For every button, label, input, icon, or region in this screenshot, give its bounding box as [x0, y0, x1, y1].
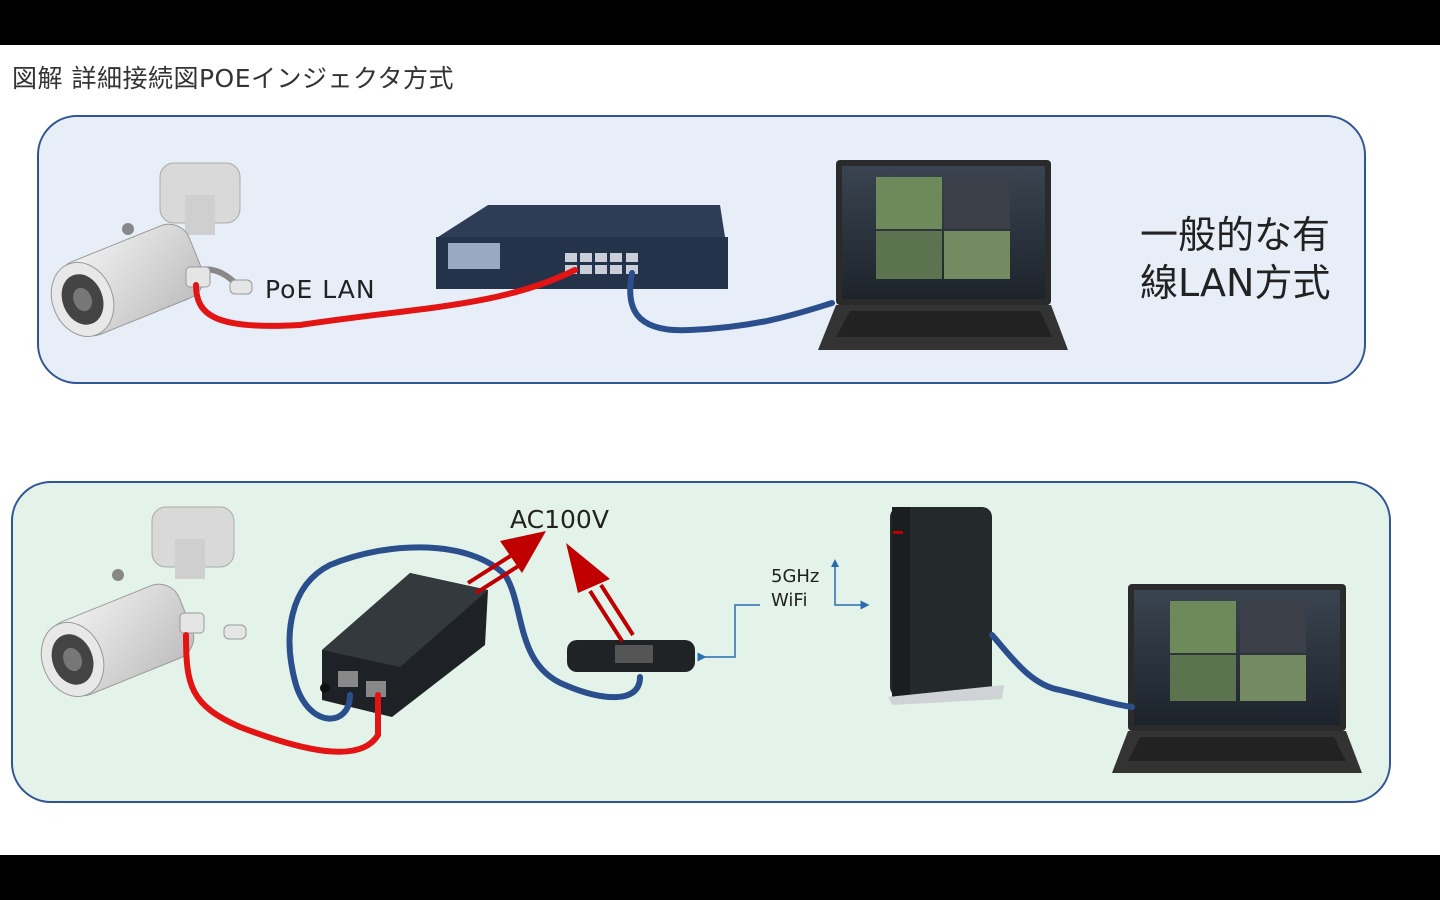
- wifi-label-line2: WiFi: [771, 590, 808, 611]
- poe-lan-label: PoE LAN: [265, 275, 376, 304]
- lan-cable: [627, 270, 835, 334]
- mobile-router-icon: [567, 640, 695, 672]
- slide-title: 図解 詳細接続図POEインジェクタ方式: [12, 64, 454, 93]
- power-arrow-icon: [566, 543, 635, 643]
- presentation-slide: 図解 詳細接続図POEインジェクタ方式: [0, 45, 1440, 855]
- poe-injector-icon: [320, 573, 488, 717]
- poe-lan-cable: [193, 267, 578, 329]
- poe-cable: [183, 632, 381, 755]
- lan-cable: [989, 632, 1135, 710]
- wifi-band-label: 5GHz WiFi: [771, 565, 819, 613]
- camera-icon: [40, 506, 247, 697]
- wifi-label-line1: 5GHz: [771, 566, 820, 587]
- laptop-icon: [1112, 584, 1362, 773]
- wifi-router-icon: [888, 507, 1004, 705]
- poe-switch-icon: [436, 205, 728, 289]
- wifi-link-icon: [697, 559, 870, 662]
- camera-icon: [50, 162, 253, 337]
- ac100v-label: AC100V: [510, 505, 609, 534]
- connection-diagram: [40, 160, 1362, 773]
- laptop-icon: [818, 160, 1068, 350]
- wired-lan-method-label: 一般的な有 線LAN方式: [1140, 211, 1330, 307]
- lan-cable: [286, 544, 643, 722]
- method-label-line2: 線LAN方式: [1140, 261, 1331, 305]
- power-arrow-icon: [466, 531, 546, 595]
- method-label-line1: 一般的な有: [1140, 213, 1331, 257]
